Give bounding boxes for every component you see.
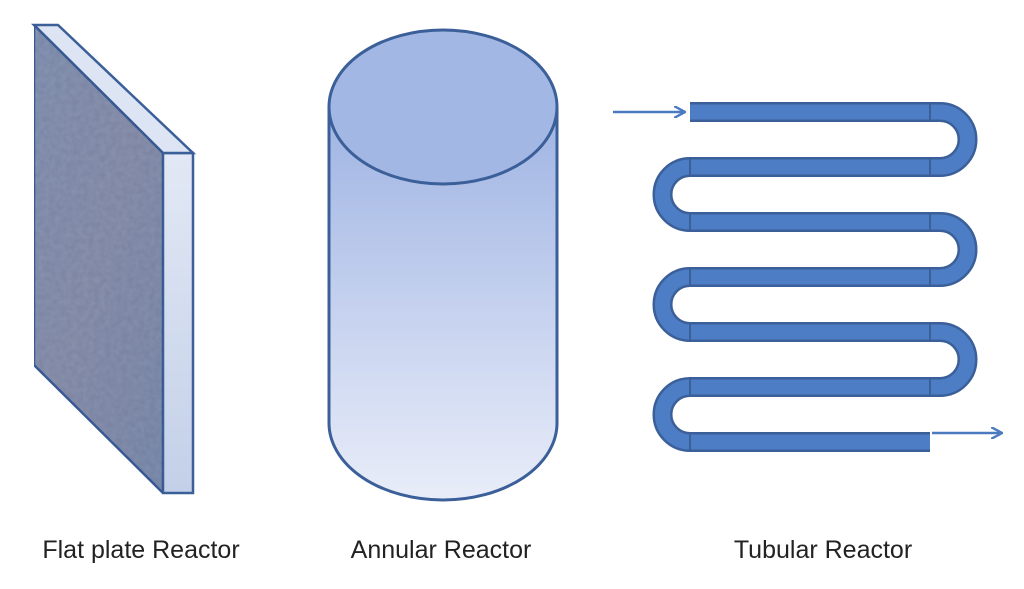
tubular-reactor-icon	[613, 102, 1001, 452]
cylinder-body	[327, 105, 559, 502]
tube-joints	[689, 102, 931, 452]
annular-reactor-label: Annular Reactor	[350, 536, 532, 564]
cylinder-top	[327, 28, 559, 186]
serpentine-tube-fill	[655, 104, 975, 450]
flat-plate-reactor-label: Flat plate Reactor	[42, 536, 240, 564]
flat-plate-side-edge	[161, 151, 195, 495]
tubular-reactor-label: Tubular Reactor	[733, 536, 913, 564]
flat-plate-reactor-icon	[30, 21, 197, 497]
annular-reactor-icon	[327, 28, 559, 502]
flat-plate-front-face	[32, 21, 165, 497]
